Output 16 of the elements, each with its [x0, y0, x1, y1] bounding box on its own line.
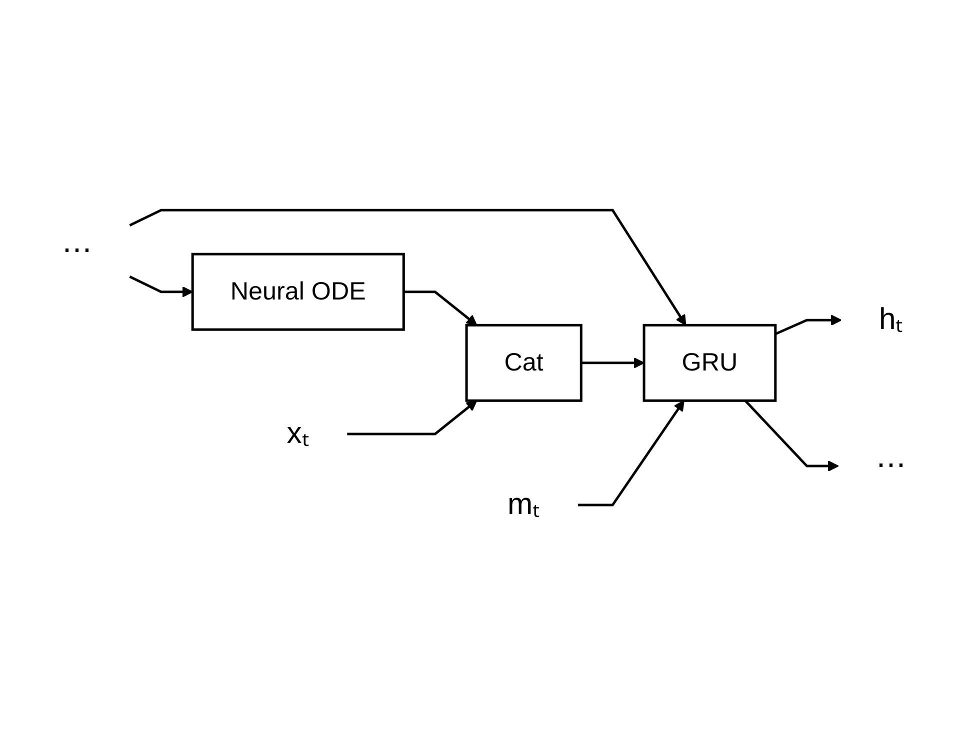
arrow	[577, 400, 684, 506]
arrow	[346, 400, 477, 436]
node-text: xₜ	[286, 416, 309, 450]
arrow	[128, 208, 686, 326]
node-text: ⋯	[876, 448, 906, 482]
node-text: mₜ	[506, 487, 540, 522]
node-box: GRU	[642, 324, 776, 402]
arrow	[403, 290, 477, 326]
arrow	[580, 357, 644, 368]
node-text: ⋯	[61, 233, 92, 268]
node-box: Neural ODE	[190, 252, 404, 331]
arrow	[774, 314, 842, 336]
arrow	[128, 275, 193, 298]
node-box: Cat	[464, 324, 582, 402]
arrow	[744, 400, 838, 472]
node-text: hₜ	[878, 302, 903, 336]
